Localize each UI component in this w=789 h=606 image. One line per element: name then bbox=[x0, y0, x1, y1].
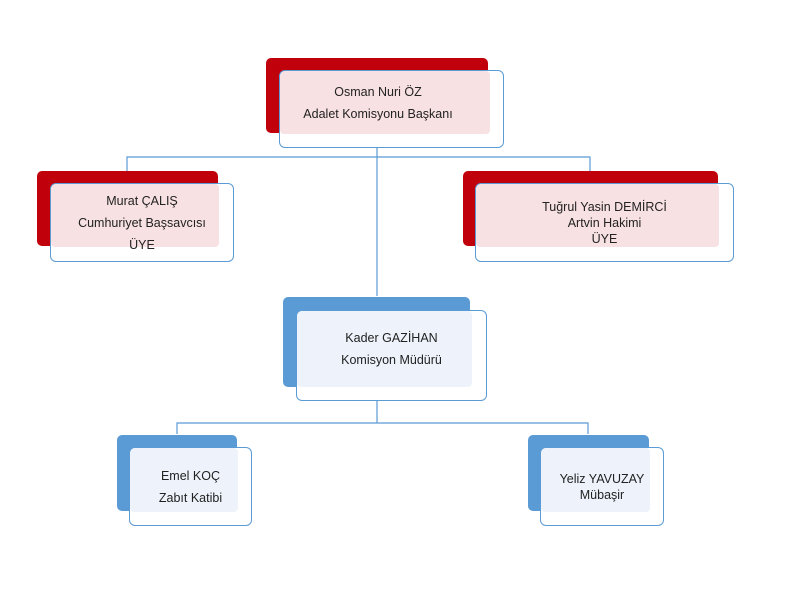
node-name: Yeliz YAVUZAY bbox=[559, 471, 645, 486]
node-card: Osman Nuri ÖZ Adalet Komisyonu Başkanı bbox=[279, 70, 504, 148]
node-title: Cumhuriyet Başsavcısı bbox=[78, 215, 206, 230]
node-name: Tuğrul Yasin DEMİRCİ bbox=[542, 199, 667, 214]
node-role: ÜYE bbox=[129, 237, 155, 252]
node-card: Murat ÇALIŞ Cumhuriyet Başsavcısı ÜYE bbox=[50, 183, 234, 262]
node-title: Adalet Komisyonu Başkanı bbox=[303, 106, 453, 121]
node-title: Komisyon Müdürü bbox=[341, 353, 442, 367]
node-card: Kader GAZİHAN Komisyon Müdürü bbox=[296, 310, 487, 401]
node-text: Yeliz YAVUZAY Mübaşir bbox=[541, 448, 663, 525]
node-title: Zabıt Katibi bbox=[158, 490, 223, 505]
connector-manager-staff bbox=[176, 400, 589, 434]
node-text: Kader GAZİHAN Komisyon Müdürü bbox=[297, 311, 486, 387]
node-card: Tuğrul Yasin DEMİRCİ Artvin Hakimi ÜYE bbox=[475, 183, 734, 262]
node-title: Artvin Hakimi bbox=[567, 215, 642, 230]
node-text: Murat ÇALIŞ Cumhuriyet Başsavcısı ÜYE bbox=[51, 184, 233, 261]
node-name: Osman Nuri ÖZ bbox=[334, 84, 422, 99]
node-text: Tuğrul Yasin DEMİRCİ Artvin Hakimi ÜYE bbox=[476, 184, 733, 261]
node-text: Emel KOÇ Zabıt Katibi bbox=[130, 448, 251, 525]
node-role: ÜYE bbox=[591, 231, 618, 246]
node-title: Mübaşir bbox=[579, 487, 625, 502]
node-name: Kader GAZİHAN bbox=[345, 331, 438, 345]
node-name: Emel KOÇ bbox=[160, 468, 221, 483]
node-name: Murat ÇALIŞ bbox=[106, 193, 178, 208]
node-card: Yeliz YAVUZAY Mübaşir bbox=[540, 447, 664, 526]
connector-head-members bbox=[126, 148, 591, 171]
node-text: Osman Nuri ÖZ Adalet Komisyonu Başkanı bbox=[280, 71, 476, 134]
node-card: Emel KOÇ Zabıt Katibi bbox=[129, 447, 252, 526]
